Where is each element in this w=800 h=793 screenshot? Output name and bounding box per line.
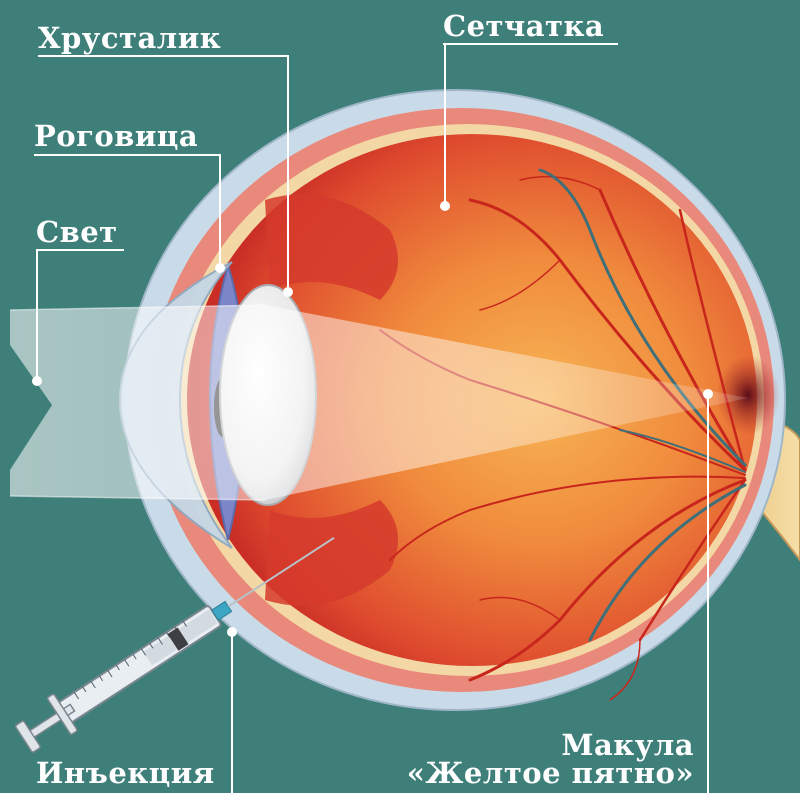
label-retina-underline (443, 43, 618, 45)
label-cornea: Роговица (34, 120, 198, 152)
label-light-underline (36, 249, 124, 251)
label-macula-subtitle: «Желтое пятно» (407, 757, 694, 789)
label-lens: Хрусталик (38, 22, 221, 54)
label-injection: Инъекция (36, 757, 215, 789)
label-cornea-underline (34, 154, 220, 156)
label-light: Свет (36, 216, 118, 248)
label-retina: Сетчатка (443, 10, 604, 42)
